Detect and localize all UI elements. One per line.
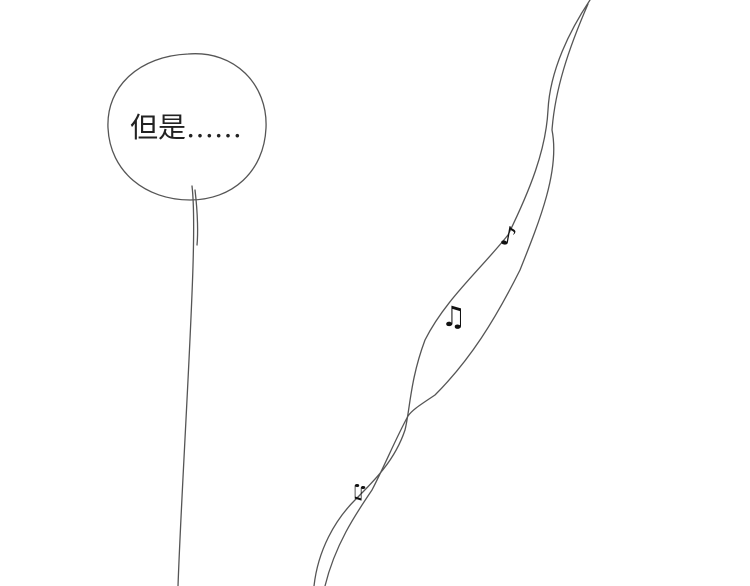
speech-bubble-text: 但是…… bbox=[130, 111, 243, 144]
ribbon-left-edge bbox=[313, 0, 591, 586]
ribbon-right-edge bbox=[324, 3, 589, 586]
bubble-stem bbox=[177, 185, 195, 586]
speech-bubble-outline bbox=[107, 53, 267, 201]
beamed-notes-icon: ♫ bbox=[441, 300, 467, 333]
beamed-notes-icon: ♫ bbox=[351, 481, 369, 505]
bubble-stem-2 bbox=[194, 189, 199, 246]
